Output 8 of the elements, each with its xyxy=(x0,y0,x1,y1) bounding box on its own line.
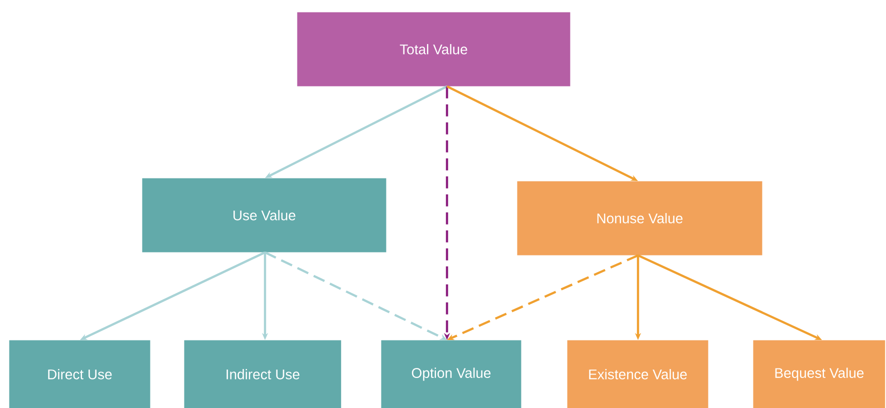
value-box: Nonuse Value xyxy=(517,181,762,256)
value-box: Option Value xyxy=(381,340,522,408)
value-box: Use Value xyxy=(142,178,386,252)
value-box: Indirect Use xyxy=(184,340,342,408)
value-box: Total Value xyxy=(297,12,570,86)
value-box: Direct Use xyxy=(9,340,150,408)
value-box: Bequest Value xyxy=(753,340,886,408)
value-box: Existence Value xyxy=(567,340,708,408)
